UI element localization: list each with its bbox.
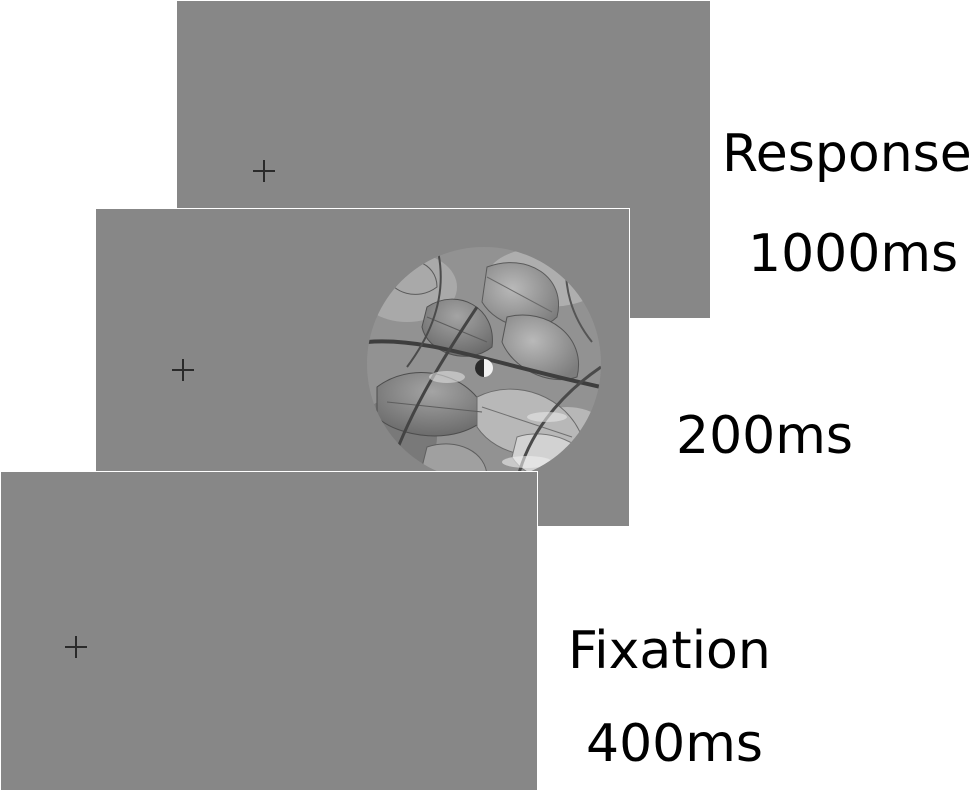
fixation-cross-icon xyxy=(253,160,275,182)
fixation-screen xyxy=(0,471,538,791)
fixation-cross-icon xyxy=(172,359,194,381)
stimulus-duration-label: 200ms xyxy=(676,406,853,466)
half-filled-circle-icon xyxy=(475,359,493,377)
fixation-cross-icon xyxy=(65,636,87,658)
response-label: Response xyxy=(722,124,972,184)
fixation-label: Fixation xyxy=(568,621,771,681)
response-duration-label: 1000ms xyxy=(748,224,959,284)
stimulus-screen xyxy=(95,208,630,527)
fixation-duration-label: 400ms xyxy=(586,714,763,774)
foliage-stimulus-image xyxy=(367,247,601,481)
